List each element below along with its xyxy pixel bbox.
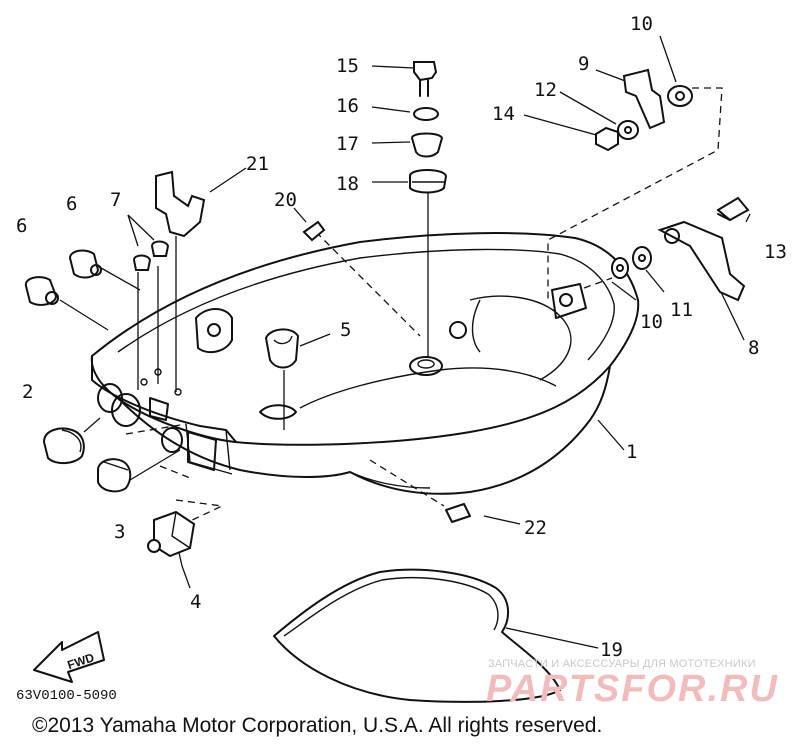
part-19-mat	[273, 568, 561, 703]
part-label-2: 2	[22, 381, 33, 403]
part-22-label	[445, 503, 471, 523]
part-6-grommets	[24, 249, 102, 306]
part-3-grommet	[97, 458, 132, 493]
part-label-14: 14	[492, 103, 515, 125]
part-label-5: 5	[340, 319, 351, 341]
part-label-10b: 10	[640, 311, 663, 333]
part-label-9: 9	[578, 53, 589, 75]
part-label-16: 16	[336, 95, 359, 117]
part-label-15: 15	[336, 55, 359, 77]
parts-15-18-fasteners	[409, 61, 448, 194]
part-label-19: 19	[600, 639, 623, 661]
copyright-notice: ©2013 Yamaha Motor Corporation, U.S.A. A…	[32, 714, 603, 737]
part-label-1: 1	[626, 441, 637, 463]
watermark-tagline: ЗАПЧАСТИ И АКСЕССУАРЫ ДЛЯ МОТОТЕХНИКИ	[488, 658, 756, 670]
part-2-plug	[42, 427, 85, 464]
diagram-code: 63V0100-5090	[16, 688, 117, 704]
fwd-arrow-icon: FWD	[33, 631, 105, 683]
part-label-10a: 10	[630, 13, 653, 35]
part-label-20: 20	[274, 189, 297, 211]
fwd-label: FWD	[66, 650, 97, 672]
part-label-6b: 6	[66, 193, 77, 215]
part-4-connector	[147, 510, 196, 558]
part-label-8: 8	[748, 337, 759, 359]
bottom-cowling	[90, 232, 640, 495]
part-labels: 1 2 3 4 5 6 6 7 8 9 10 10 11 12 13 14 15…	[16, 13, 787, 661]
part-label-21: 21	[246, 153, 269, 175]
part-21-bracket	[155, 170, 206, 238]
part-label-11: 11	[670, 299, 693, 321]
part-label-3: 3	[114, 521, 125, 543]
part-label-4: 4	[190, 591, 201, 613]
parts-9-14-hardware	[595, 68, 750, 302]
part-label-12: 12	[534, 79, 557, 101]
part-5-clip	[264, 328, 300, 369]
watermark-logo: PARTSFOR.RU	[486, 668, 779, 710]
part-label-6a: 6	[16, 215, 27, 237]
part-label-13: 13	[764, 241, 787, 263]
leader-lines	[59, 35, 751, 649]
part-label-18: 18	[336, 173, 359, 195]
part-label-7: 7	[110, 189, 121, 211]
part-label-17: 17	[336, 133, 359, 155]
part-label-22: 22	[524, 517, 547, 539]
part-7-pins	[132, 240, 170, 271]
part-20-screw	[302, 220, 326, 242]
